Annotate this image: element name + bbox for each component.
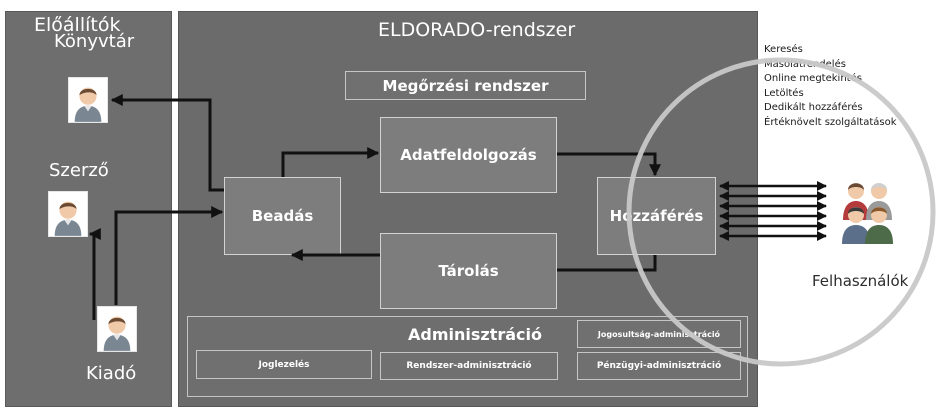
library-label: Könyvtár: [54, 31, 135, 52]
financial-admin-box: Pénzügyi-adminisztráció: [577, 352, 741, 380]
producers-title: Előállítók: [34, 14, 121, 36]
data-processing-box: Adatfeldolgozás: [380, 117, 557, 193]
author-person-icon: [48, 191, 88, 237]
feature-dedicated-access: Dedikált hozzáférés: [764, 102, 863, 114]
users-group-icon: [836, 180, 898, 244]
feature-download: Letöltés: [764, 87, 804, 99]
users-label: Felhasználók: [812, 272, 909, 290]
feature-value-added-services: Értéknövelt szolgáltatások: [764, 116, 897, 128]
feature-search: Keresés: [764, 44, 803, 55]
legal-label: Joglezelés: [258, 359, 310, 370]
rights-admin-box: Jogosultság-adminisztráció: [577, 320, 741, 348]
author-label: Szerző: [49, 160, 109, 181]
administration-title: Adminisztráció: [408, 325, 542, 344]
access-features-list: Keresés Másolatrendelés Online megtekint…: [764, 43, 897, 131]
publisher-label: Kiadó: [86, 363, 137, 384]
storage-label: Tárolás: [438, 262, 499, 280]
financial-admin-label: Pénzügyi-adminisztráció: [596, 361, 722, 371]
eldorado-title: ELDORADO-rendszer: [378, 19, 576, 41]
system-admin-label: Rendszer-adminisztráció: [406, 361, 532, 371]
rights-admin-label: Jogosultság-adminisztráció: [597, 329, 721, 339]
access-box: Hozzáférés: [597, 177, 716, 255]
legal-box: Joglezelés: [196, 350, 372, 379]
producers-panel: [5, 11, 172, 407]
ingest-label: Beadás: [251, 207, 314, 225]
data-processing-label: Adatfeldolgozás: [400, 146, 537, 164]
library-person-icon: [68, 77, 108, 123]
storage-box: Tárolás: [380, 233, 557, 309]
preservation-system-label: Megőrzési rendszer: [382, 76, 549, 95]
preservation-system-box: Megőrzési rendszer: [345, 71, 586, 100]
publisher-person-icon: [97, 306, 137, 352]
ingest-box: Beadás: [224, 177, 341, 255]
system-admin-box: Rendszer-adminisztráció: [380, 352, 558, 380]
feature-copy-order: Másolatrendelés: [764, 58, 846, 70]
access-label: Hozzáférés: [609, 207, 704, 225]
feature-online-view: Online megtekintés: [764, 73, 862, 85]
